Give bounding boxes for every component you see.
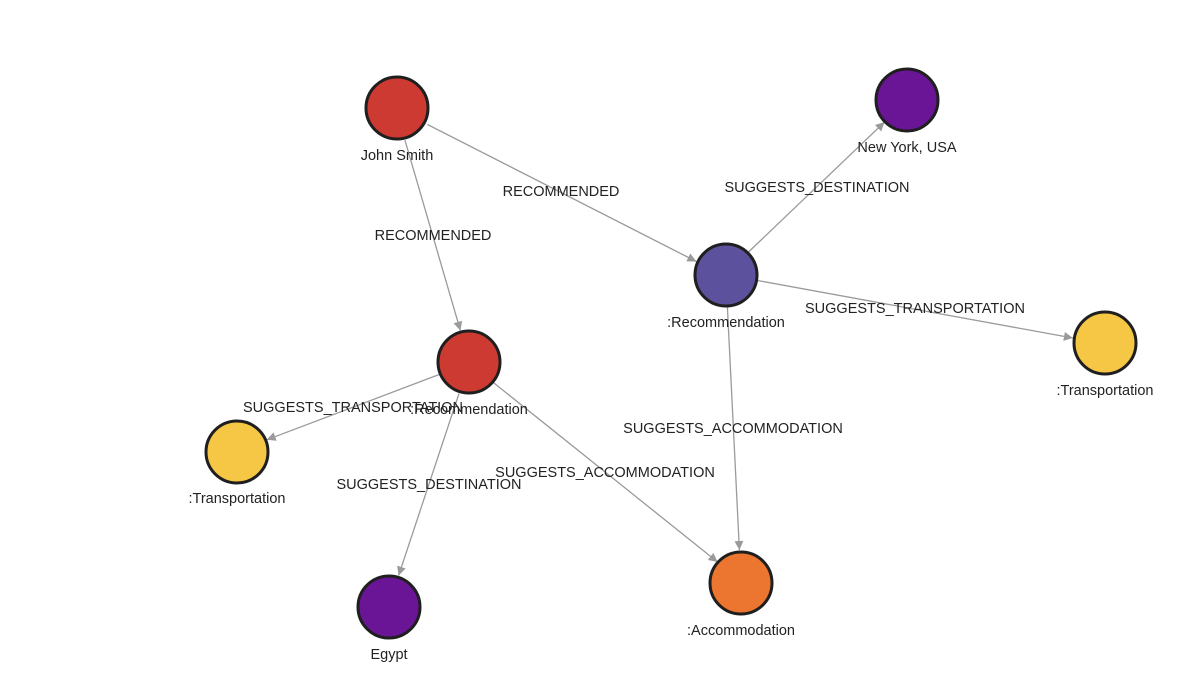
node-circle-transportation-right[interactable]	[1072, 310, 1138, 376]
node-label-transportation-left: :Transportation	[189, 491, 286, 507]
node-circle-recommendation-center[interactable]	[693, 242, 759, 308]
edge-john-to-rec-center[interactable]	[427, 123, 697, 263]
edge-label-john-to-rec-left: RECOMMENDED	[375, 228, 492, 244]
node-recommendation-left[interactable]: :Recommendation	[410, 329, 528, 418]
edge-label-layer: RECOMMENDED RECOMMENDED SUGGESTS_DESTINA…	[243, 180, 1025, 493]
node-accommodation[interactable]: :Accommodation	[687, 550, 795, 639]
edge-center-to-transport-right[interactable]	[757, 279, 1074, 341]
node-new-york[interactable]: New York, USA	[857, 67, 957, 156]
node-circle-recommendation-left[interactable]	[436, 329, 502, 395]
node-label-recommendation-center: :Recommendation	[667, 315, 785, 331]
edge-label-center-to-transport: SUGGESTS_TRANSPORTATION	[805, 301, 1025, 317]
node-circle-john-smith[interactable]	[364, 75, 430, 141]
node-label-accommodation: :Accommodation	[687, 623, 795, 639]
edge-label-left-to-transport: SUGGESTS_TRANSPORTATION	[243, 400, 463, 416]
edge-left-to-transport-right[interactable]	[266, 373, 440, 441]
node-label-john-smith: John Smith	[361, 148, 434, 164]
edge-label-john-to-rec-center: RECOMMENDED	[503, 184, 620, 200]
node-label-new-york: New York, USA	[857, 140, 956, 156]
node-circle-transportation-left[interactable]	[204, 419, 270, 485]
edge-label-left-to-accommodation: SUGGESTS_ACCOMMODATION	[495, 465, 715, 481]
edge-label-left-to-egypt: SUGGESTS_DESTINATION	[336, 477, 521, 493]
node-label-transportation-right: :Transportation	[1057, 383, 1154, 399]
edge-layer	[266, 121, 1074, 576]
edge-center-to-new-york[interactable]	[747, 121, 886, 253]
node-circle-new-york[interactable]	[874, 67, 940, 133]
edge-left-to-egypt[interactable]	[397, 393, 460, 576]
node-circle-egypt[interactable]	[356, 574, 422, 640]
edge-label-center-to-new-york: SUGGESTS_DESTINATION	[724, 180, 909, 196]
edge-john-to-rec-left[interactable]	[404, 139, 463, 331]
node-transportation-left[interactable]: :Transportation	[189, 419, 286, 507]
node-layer: John Smith :Recommendation :Recommendati…	[189, 67, 1154, 663]
node-transportation-right[interactable]: :Transportation	[1057, 310, 1154, 399]
edge-center-to-accommodation[interactable]	[726, 306, 744, 551]
node-john-smith[interactable]: John Smith	[361, 75, 434, 164]
node-label-recommendation-left: :Recommendation	[410, 402, 528, 418]
node-egypt[interactable]: Egypt	[356, 574, 422, 663]
edge-label-center-to-accommodation: SUGGESTS_ACCOMMODATION	[623, 421, 843, 437]
edge-left-to-accommodation[interactable]	[492, 381, 719, 563]
node-circle-accommodation[interactable]	[708, 550, 774, 616]
node-recommendation-center[interactable]: :Recommendation	[667, 242, 785, 331]
node-label-egypt: Egypt	[370, 647, 407, 663]
